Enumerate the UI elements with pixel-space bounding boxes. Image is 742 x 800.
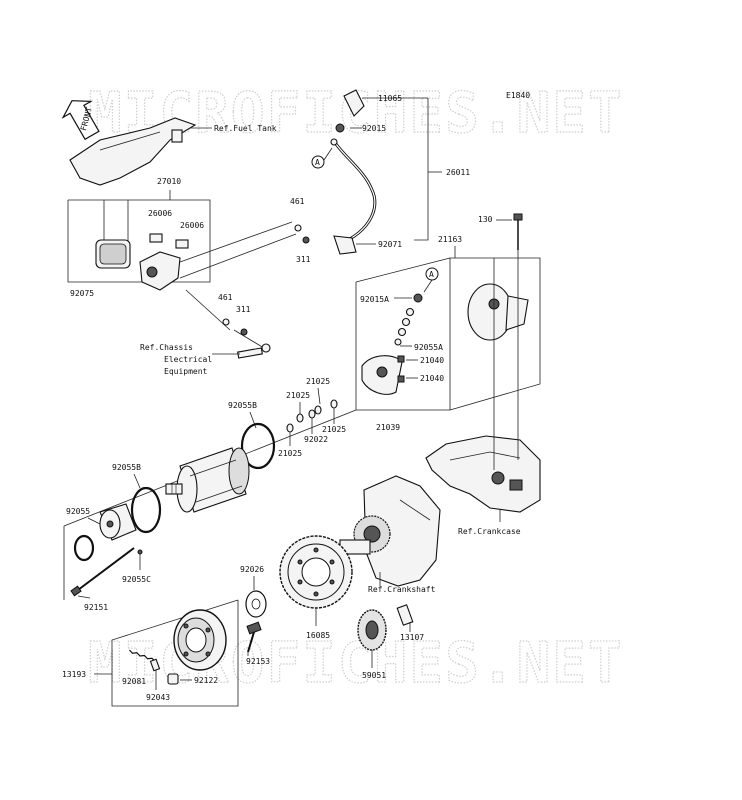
label-21025-d: 21025 xyxy=(278,449,302,458)
label-311-b: 311 xyxy=(236,305,251,314)
shim-21025-1 xyxy=(296,413,304,423)
crankcase xyxy=(425,435,541,513)
relay-unit xyxy=(139,251,181,291)
roller-92122 xyxy=(167,673,179,685)
callout-a-top-letter: A xyxy=(315,158,320,167)
ref-crankshaft: Ref.Crankshaft xyxy=(368,585,436,594)
ref-crankcase: Ref.Crankcase xyxy=(458,527,521,536)
ref-chassis-line2: Electrical xyxy=(164,355,212,364)
label-130: 130 xyxy=(478,215,493,224)
starter-relay xyxy=(95,239,131,269)
callout-a-top xyxy=(311,155,325,169)
terminal-cover-92071 xyxy=(333,235,357,255)
starter-clutch-13193 xyxy=(173,609,227,671)
label-92122: 92122 xyxy=(194,676,218,685)
label-92075: 92075 xyxy=(70,289,94,298)
label-92026: 92026 xyxy=(240,565,264,574)
label-92022: 92022 xyxy=(304,435,328,444)
label-27010: 27010 xyxy=(157,177,181,186)
washer-stack xyxy=(394,307,415,346)
label-21039: 21039 xyxy=(376,423,400,432)
label-92055B-1: 92055B xyxy=(228,401,257,410)
watermark-bottom: MICROFICHES.NET xyxy=(88,631,624,696)
washer-461-a xyxy=(294,224,302,232)
label-16085: 16085 xyxy=(306,631,330,640)
plunger-92043 xyxy=(149,658,161,672)
label-21040-b: 21040 xyxy=(420,374,444,383)
starter-gear-16085 xyxy=(279,535,353,609)
label-92055C: 92055C xyxy=(122,575,151,584)
label-13193: 13193 xyxy=(62,670,86,679)
label-461-a: 461 xyxy=(290,197,305,206)
label-92043: 92043 xyxy=(146,693,170,702)
label-92151: 92151 xyxy=(84,603,108,612)
label-92071: 92071 xyxy=(378,240,402,249)
shim-92022 xyxy=(308,409,316,419)
label-21025-c: 21025 xyxy=(322,425,346,434)
shaft-13107 xyxy=(396,604,414,626)
fuse-26006-a xyxy=(149,233,163,243)
starter-motor xyxy=(165,447,250,513)
bolt-92153 xyxy=(246,621,262,653)
bolt-92151 xyxy=(70,547,135,597)
label-92081: 92081 xyxy=(122,677,146,686)
terminal-boot-11065 xyxy=(343,89,365,117)
label-461-b: 461 xyxy=(218,293,233,302)
label-311-a: 311 xyxy=(296,255,311,264)
label-92055: 92055 xyxy=(66,507,90,516)
label-13107: 13107 xyxy=(400,633,424,642)
crankshaft xyxy=(339,475,441,587)
ref-fuel-tank: Ref.Fuel Tank xyxy=(214,124,277,133)
end-bracket-92055 xyxy=(99,503,137,541)
label-92015A: 92015A xyxy=(360,295,389,304)
ground-cable-end xyxy=(233,329,271,359)
ref-chassis-line1: Ref.Chassis xyxy=(140,343,193,352)
label-92015: 92015 xyxy=(362,124,386,133)
brush-holder-21039 xyxy=(361,355,405,395)
fuel-tank-bracket xyxy=(69,117,197,186)
label-26011: 26011 xyxy=(446,168,470,177)
nut-92015A xyxy=(413,293,423,303)
diagram-code: E1840 xyxy=(506,91,530,100)
label-21025-b: 21025 xyxy=(286,391,310,400)
label-92055A: 92055A xyxy=(414,343,443,352)
nut-92015 xyxy=(335,123,345,133)
label-59051: 59051 xyxy=(362,671,386,680)
fuse-26006-b xyxy=(175,239,189,249)
label-21040-a: 21040 xyxy=(420,356,444,365)
washer-461-b xyxy=(222,318,230,326)
spring-92081 xyxy=(128,649,156,662)
nut-311-b xyxy=(240,328,248,336)
label-92153: 92153 xyxy=(246,657,270,666)
gear-59051 xyxy=(357,609,387,651)
ref-chassis-line3: Equipment xyxy=(164,367,208,376)
label-21025-a: 21025 xyxy=(306,377,330,386)
o-ring-92055B-a xyxy=(240,422,276,470)
shim-21025-3 xyxy=(330,399,338,409)
shim-21025-4 xyxy=(286,423,294,433)
label-26006-b: 26006 xyxy=(180,221,204,230)
label-11065: 11065 xyxy=(378,94,402,103)
o-ring-92055 xyxy=(73,534,95,562)
label-92055B-2: 92055B xyxy=(112,463,141,472)
label-21163: 21163 xyxy=(438,235,462,244)
o-ring-92055B-b xyxy=(130,486,162,534)
bolt-130 xyxy=(513,213,523,250)
nut-311-a xyxy=(302,236,310,244)
shim-21025-2 xyxy=(314,405,322,415)
callout-a-right-letter: A xyxy=(429,270,434,279)
front-arrow-icon: FRONT xyxy=(61,100,100,141)
label-26006-a: 26006 xyxy=(148,209,172,218)
end-cover-21163 xyxy=(467,283,529,341)
